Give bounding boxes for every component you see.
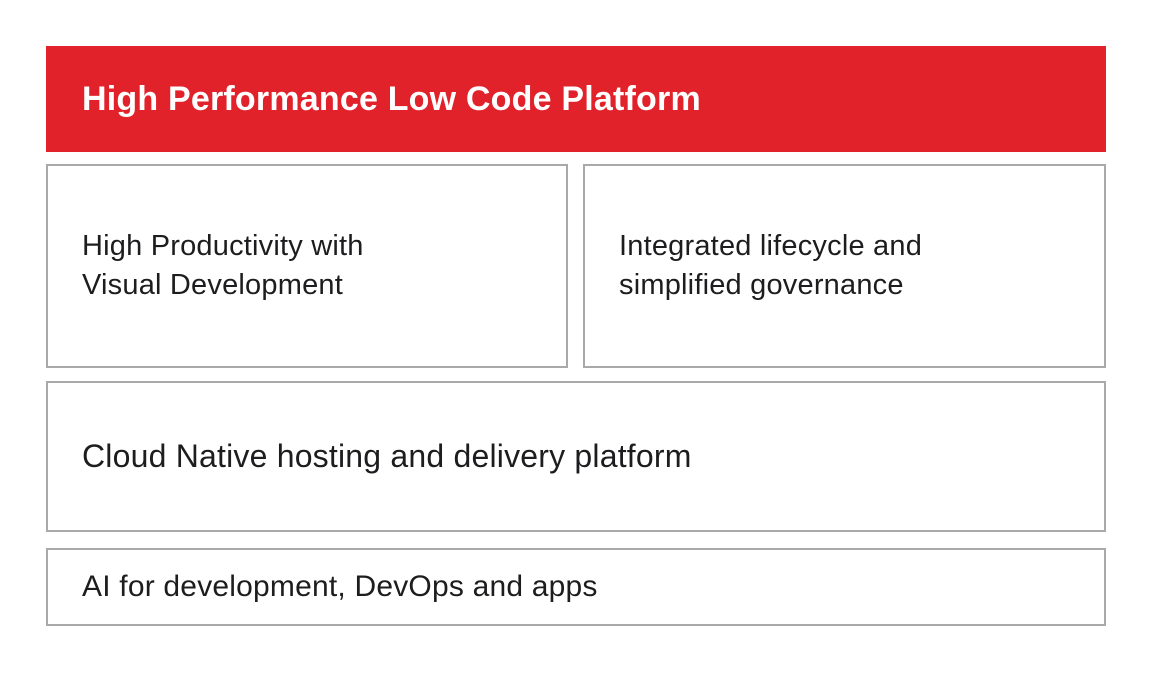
box-ai-development-label: AI for development, DevOps and apps: [82, 570, 598, 603]
header-banner: High Performance Low Code Platform: [46, 46, 1106, 152]
box-integrated-lifecycle-line1: Integrated lifecycle and: [619, 230, 923, 262]
box-integrated-lifecycle-label: Integrated lifecycle and simplified gove…: [619, 227, 922, 305]
box-high-productivity-line2: Visual Development: [82, 269, 343, 301]
box-high-productivity: High Productivity with Visual Developmen…: [46, 164, 568, 368]
box-cloud-native: Cloud Native hosting and delivery platfo…: [46, 381, 1106, 532]
box-high-productivity-line1: High Productivity with: [82, 230, 364, 262]
diagram-title: High Performance Low Code Platform: [82, 79, 701, 118]
box-high-productivity-label: High Productivity with Visual Developmen…: [82, 227, 364, 305]
box-integrated-lifecycle-line2: simplified governance: [619, 269, 904, 301]
box-integrated-lifecycle: Integrated lifecycle and simplified gove…: [583, 164, 1106, 368]
box-ai-development: AI for development, DevOps and apps: [46, 548, 1106, 626]
box-cloud-native-label: Cloud Native hosting and delivery platfo…: [82, 438, 692, 474]
